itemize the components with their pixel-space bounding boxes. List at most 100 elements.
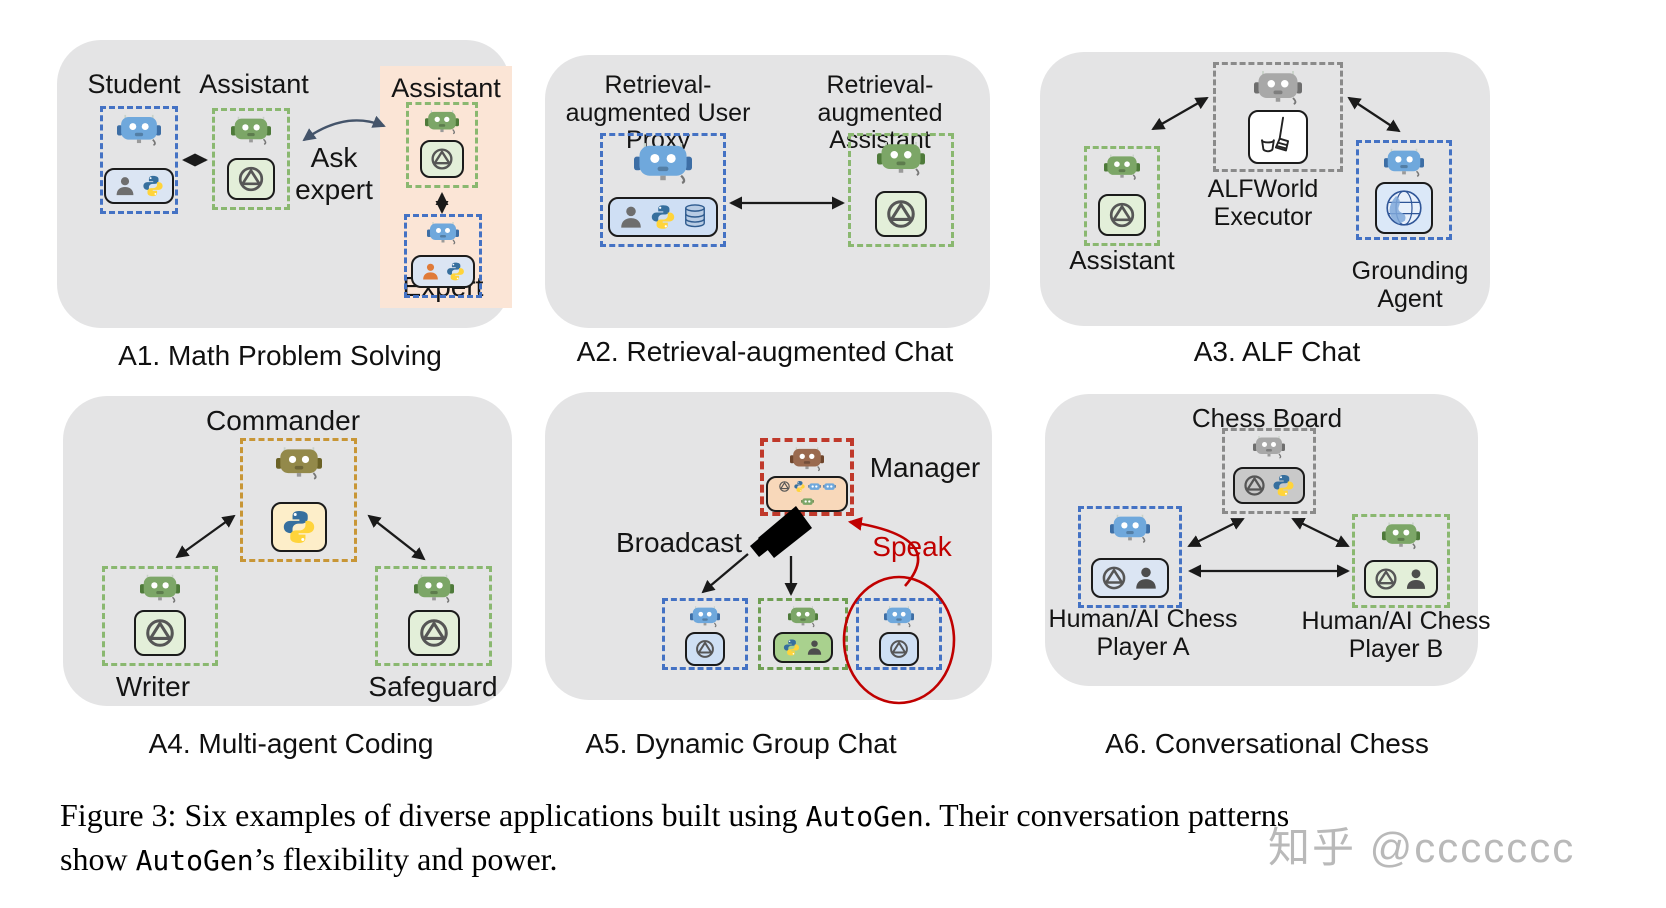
label-writer: Writer bbox=[115, 671, 191, 702]
tool-chip bbox=[1248, 110, 1308, 164]
robot-head-icon bbox=[140, 574, 180, 603]
robot-head-icon bbox=[1110, 514, 1150, 543]
python-icon bbox=[651, 205, 675, 229]
agent-student bbox=[100, 106, 178, 214]
person-gray-icon bbox=[621, 206, 641, 228]
robot-head-icon bbox=[877, 142, 925, 176]
robot-head-icon bbox=[117, 114, 161, 146]
openai-icon bbox=[431, 148, 453, 170]
caption-a4: A4. Multi-agent Coding bbox=[148, 728, 434, 759]
label-assistant: Assistant bbox=[199, 69, 309, 99]
robot-head bbox=[1384, 146, 1424, 184]
robot-head bbox=[1110, 512, 1150, 550]
python-icon bbox=[283, 511, 314, 543]
label-retrieval-user-proxy: Retrieval-augmented User Proxy bbox=[565, 71, 751, 154]
label-assistant-expert-side: Assistant bbox=[391, 73, 501, 103]
tool-chip bbox=[227, 158, 275, 200]
tool-chip bbox=[773, 632, 833, 663]
robot-head bbox=[884, 604, 914, 634]
bucket-broom-icon bbox=[1261, 116, 1290, 153]
label-safeguard: Safeguard bbox=[368, 671, 498, 702]
agent-group-member-1 bbox=[662, 598, 748, 670]
tool-chip bbox=[134, 610, 186, 656]
agent-alfworld-executor bbox=[1213, 62, 1343, 172]
label-chess-board: Chess Board bbox=[1191, 403, 1343, 433]
robot-head bbox=[1382, 520, 1420, 556]
label-ask-expert: Ask expert bbox=[295, 142, 373, 205]
robot-head-icon bbox=[790, 447, 824, 472]
openai-icon bbox=[419, 619, 448, 647]
robot-head bbox=[427, 220, 459, 251]
tool-chip bbox=[1364, 560, 1438, 598]
agent-commander bbox=[240, 438, 357, 562]
person-gray-icon bbox=[116, 177, 134, 196]
person-dark-icon bbox=[1136, 567, 1156, 589]
tool-chip bbox=[407, 610, 460, 656]
robot-head bbox=[1254, 68, 1302, 112]
figure-caption-text-3: show bbox=[60, 841, 136, 877]
tool-chip bbox=[420, 140, 464, 178]
robot-head-icon bbox=[427, 222, 459, 245]
tool-chip bbox=[1375, 182, 1433, 234]
tool-chip bbox=[1091, 558, 1169, 598]
caption-a2: A2. Retrieval-augmented Chat bbox=[576, 336, 954, 367]
figure-caption-text-1: Figure 3: Six examples of diverse applic… bbox=[60, 797, 806, 833]
agent-assistant-expert bbox=[406, 102, 478, 188]
python-icon bbox=[1273, 475, 1294, 496]
caption-a5: A5. Dynamic Group Chat bbox=[585, 728, 897, 759]
robot-head-icon bbox=[413, 574, 454, 603]
agent-retrieval-assistant bbox=[848, 133, 954, 247]
openai-icon bbox=[238, 166, 264, 192]
robot-head bbox=[231, 114, 271, 152]
robot-head bbox=[1253, 434, 1285, 465]
caption-a1: A1. Math Problem Solving bbox=[118, 340, 442, 371]
caption-a6: A6. Conversational Chess bbox=[1105, 728, 1429, 759]
python-icon bbox=[783, 639, 800, 656]
agent-assistant-a3 bbox=[1084, 146, 1160, 246]
tool-chip bbox=[766, 476, 848, 512]
zhihu-watermark: 知乎 @ccccccc bbox=[1268, 824, 1576, 871]
robot-head-icon bbox=[634, 143, 692, 184]
agent-chess-player-a bbox=[1078, 506, 1182, 608]
agent-writer bbox=[102, 566, 218, 666]
openai-icon bbox=[1244, 475, 1265, 496]
robot-head-icon bbox=[1254, 71, 1302, 105]
robot-head bbox=[140, 572, 180, 610]
agent-manager bbox=[760, 438, 854, 516]
tool-chip bbox=[1233, 467, 1305, 504]
agent-group-member-2 bbox=[758, 598, 848, 670]
agent-group-member-3 bbox=[856, 598, 942, 670]
robot-head bbox=[690, 604, 720, 634]
tool-chip bbox=[270, 502, 327, 552]
database-icon bbox=[685, 204, 705, 228]
label-chess-player-b: Human/AI Chess Player B bbox=[1301, 607, 1491, 663]
tool-chip bbox=[879, 632, 919, 666]
figure-caption-code-autogen-2: AutoGen bbox=[135, 844, 254, 877]
tool-chip bbox=[1098, 194, 1146, 236]
tool-chip bbox=[875, 191, 927, 237]
python-icon bbox=[794, 481, 805, 492]
minibot-green-icon bbox=[800, 498, 814, 505]
globe-icon bbox=[1386, 190, 1422, 226]
agent-chess-player-b bbox=[1352, 514, 1450, 608]
agent-safeguard bbox=[375, 566, 492, 666]
figure-caption-text-2: . Their conversation patterns bbox=[923, 797, 1290, 833]
openai-icon bbox=[1109, 202, 1135, 228]
label-commander: Commander bbox=[205, 405, 361, 436]
caption-a3: A3. ALF Chat bbox=[1193, 336, 1361, 367]
tool-chip bbox=[411, 255, 475, 288]
openai-icon bbox=[696, 640, 714, 658]
openai-icon bbox=[1102, 566, 1126, 590]
person-dark-icon bbox=[807, 640, 822, 655]
robot-head bbox=[413, 572, 454, 610]
robot-head-icon bbox=[1382, 522, 1420, 550]
robot-head-icon bbox=[1253, 436, 1285, 459]
robot-head-icon bbox=[1104, 154, 1140, 181]
robot-head bbox=[790, 445, 824, 478]
label-retrieval-assistant: Retrieval-augmented Assistant bbox=[817, 71, 943, 154]
openai-icon bbox=[890, 640, 908, 658]
python-icon bbox=[143, 175, 163, 197]
person-dark-icon bbox=[1406, 569, 1426, 589]
label-alfworld-executor: ALFWorld Executor bbox=[1207, 175, 1319, 231]
